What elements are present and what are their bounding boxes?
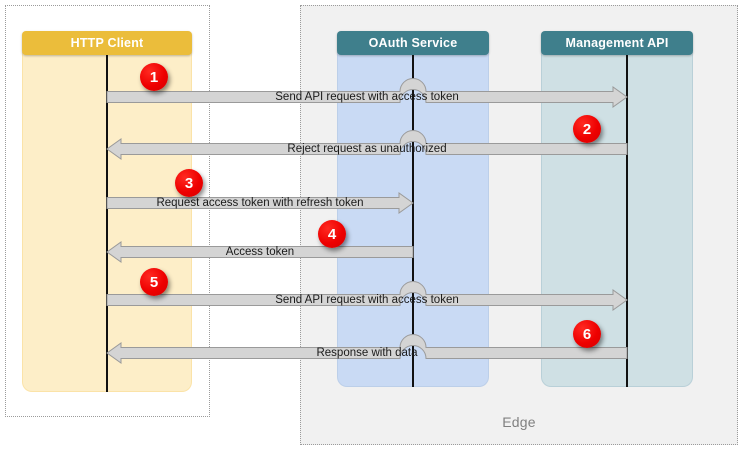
message-arrow[interactable]: Send API request with access token (105, 280, 629, 320)
lifeline-header-oauth-service[interactable]: OAuth Service (337, 31, 489, 55)
step-badge-3[interactable]: 3 (175, 169, 203, 197)
message-arrow[interactable]: Access token (105, 232, 415, 272)
step-badge-4[interactable]: 4 (318, 220, 346, 248)
step-badge-2[interactable]: 2 (573, 115, 601, 143)
lifeline-header-http-client[interactable]: HTTP Client (22, 31, 192, 55)
message-arrow[interactable]: Response with data (105, 333, 629, 373)
message-arrow[interactable]: Send API request with access token (105, 77, 629, 117)
message-arrow[interactable]: Request access token with refresh token (105, 183, 415, 223)
step-badge-6[interactable]: 6 (573, 320, 601, 348)
group-edge-label: Edge (502, 414, 536, 430)
lane-management-api (541, 52, 693, 387)
step-badge-5[interactable]: 5 (140, 268, 168, 296)
lifeline-header-management-api[interactable]: Management API (541, 31, 693, 55)
lifeline-http-client (106, 55, 108, 392)
lifeline-oauth-service (412, 55, 414, 387)
lifeline-management-api (626, 55, 628, 387)
step-badge-1[interactable]: 1 (140, 63, 168, 91)
message-arrow[interactable]: Reject request as unauthorized (105, 129, 629, 169)
